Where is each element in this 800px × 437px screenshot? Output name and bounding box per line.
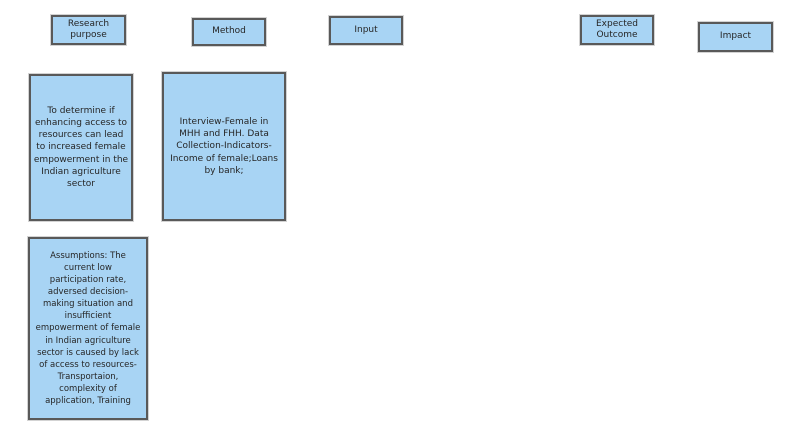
header-box-method: Method — [192, 18, 266, 46]
header-label-research-purpose: Research purpose — [67, 18, 110, 41]
content-text-method: Interview-Female in MHH and FHH. Data Co… — [170, 116, 278, 176]
header-box-expected-outcome: Expected Outcome — [580, 15, 654, 45]
header-label-impact: Impact — [719, 31, 752, 42]
content-box-assumptions: Assumptions: The current low participati… — [28, 237, 148, 420]
header-label-expected-outcome: Expected Outcome — [596, 18, 638, 41]
content-box-method: Interview-Female in MHH and FHH. Data Co… — [162, 72, 286, 221]
content-box-research-purpose: To determine if enhancing access to reso… — [29, 74, 133, 221]
header-label-input: Input — [354, 24, 378, 35]
header-label-method: Method — [212, 26, 246, 37]
content-text-assumptions: Assumptions: The current low participati… — [35, 250, 141, 407]
header-box-impact: Impact — [698, 22, 773, 52]
header-box-input: Input — [329, 16, 403, 45]
content-text-research-purpose: To determine if enhancing access to reso… — [33, 105, 129, 189]
header-box-research-purpose: Research purpose — [51, 15, 126, 45]
